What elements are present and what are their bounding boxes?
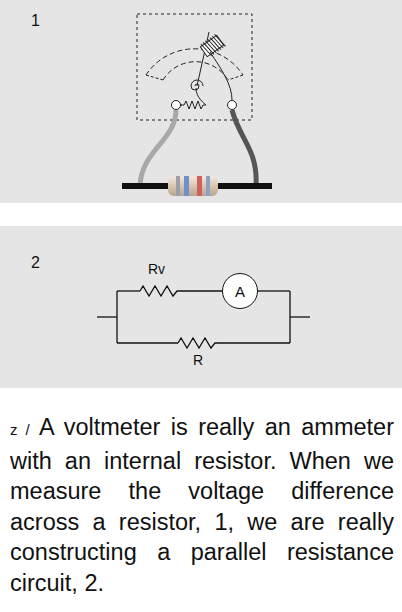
ammeter-letter: A xyxy=(235,283,245,300)
resistor-label: R xyxy=(193,352,203,368)
panel-number: 1 xyxy=(31,12,40,30)
panel-background xyxy=(0,0,402,203)
ammeter-symbol: A xyxy=(222,273,258,309)
caption: A voltmeter is really an ammeter with an… xyxy=(10,414,394,596)
panel-number: 2 xyxy=(31,254,40,272)
resistor-label: Rv xyxy=(148,261,165,277)
caption-paragraph: z / A voltmeter is really an ammeter wit… xyxy=(10,412,394,599)
figure-tag: z / xyxy=(10,421,30,438)
